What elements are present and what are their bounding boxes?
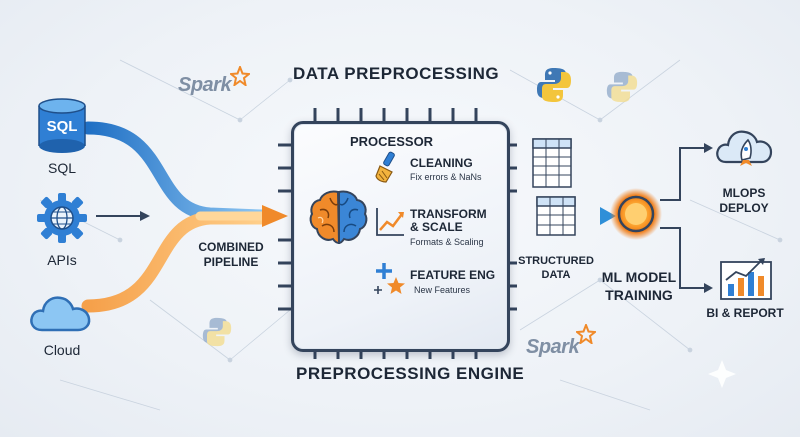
python-logo-icon xyxy=(202,317,232,347)
step-transform-title: TRANSFORM & SCALE xyxy=(410,208,487,234)
brain-icon xyxy=(309,190,368,245)
step-transform-subtitle: Formats & Scaling xyxy=(410,237,484,247)
plus-star-icon xyxy=(374,263,405,294)
table-icon xyxy=(536,196,576,236)
sql-database-icon: SQL xyxy=(36,98,88,154)
structured-data-line2: DATA xyxy=(541,269,571,281)
brush-icon xyxy=(375,151,395,183)
spark-star-icon xyxy=(576,324,596,344)
sparkle-icon xyxy=(708,360,736,388)
spark-logo-top: Spark xyxy=(178,66,250,97)
step-cleaning-subtitle: Fix errors & NaNs xyxy=(410,172,482,182)
spark-logo-bottom: Spark xyxy=(526,324,596,359)
pipe-cloud xyxy=(81,211,269,313)
python-logo-icon xyxy=(606,71,638,103)
table-icon xyxy=(532,138,572,188)
spark-star-icon xyxy=(230,66,250,86)
ml-training-label: ML MODEL TRAINING xyxy=(594,268,684,304)
spark-logo-text: Spark xyxy=(526,336,580,358)
engine-title: PREPROCESSING ENGINE xyxy=(296,364,525,383)
structured-data-line1: STRUCTURED xyxy=(518,255,594,267)
page-title: DATA PREPROCESSING xyxy=(293,64,500,83)
pipe-arrowhead xyxy=(262,205,288,227)
apis-label: APIs xyxy=(47,252,77,268)
ml-training-line2: TRAINING xyxy=(605,287,673,303)
sql-label: SQL xyxy=(47,160,76,176)
mlops-line1: MLOPS xyxy=(722,186,766,200)
spark-logo-text: Spark xyxy=(178,74,232,96)
globe-gear-icon xyxy=(37,193,87,243)
combined-pipeline-label: COMBINED PIPELINE xyxy=(186,240,276,270)
chart-icon xyxy=(376,208,404,236)
step-feature-title: FEATURE ENG xyxy=(410,268,496,282)
arrow-mlops xyxy=(660,147,706,201)
step-feature-subtitle: New Features xyxy=(414,285,471,295)
ml-training-line1: ML MODEL xyxy=(601,269,677,285)
step-transform-title-line1: TRANSFORM xyxy=(410,207,487,221)
mlops-line2: DEPLOY xyxy=(719,201,769,215)
structured-data-label: STRUCTURED DATA xyxy=(516,254,596,282)
step-cleaning-title: CLEANING xyxy=(410,156,473,170)
mlops-deploy-label: MLOPS DEPLOY xyxy=(706,186,782,216)
cloud-label: Cloud xyxy=(43,342,81,358)
combined-pipeline-line2: PIPELINE xyxy=(203,255,259,269)
arrow-bi xyxy=(660,227,706,289)
step-transform-title-line2: & SCALE xyxy=(410,220,463,234)
pipe-sql xyxy=(81,121,269,223)
sql-badge-text: SQL xyxy=(46,118,78,135)
combined-pipeline-line1: COMBINED xyxy=(198,240,264,254)
bar-chart-icon xyxy=(720,258,772,300)
processor-title: PROCESSOR xyxy=(350,134,434,149)
cloud-icon xyxy=(30,296,91,332)
python-logo-icon xyxy=(537,68,571,102)
cloud-rocket-icon xyxy=(716,130,773,166)
bi-report-label: BI & REPORT xyxy=(706,306,784,320)
